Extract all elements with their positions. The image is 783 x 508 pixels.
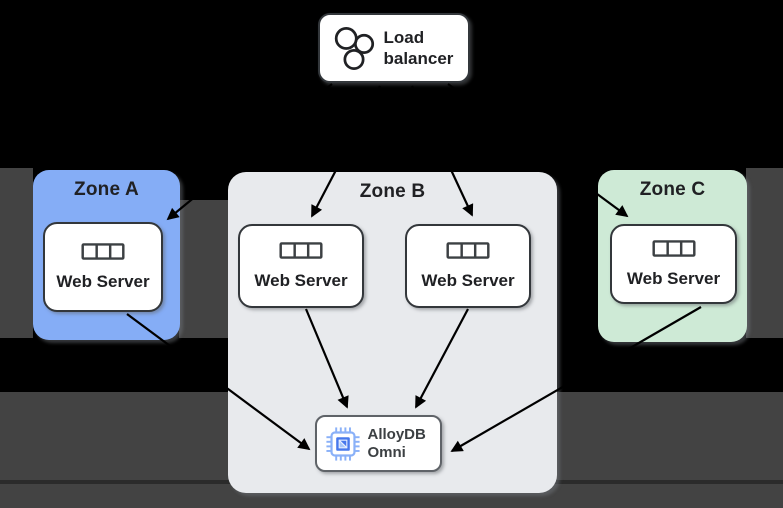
zone-c-title: Zone C bbox=[639, 179, 706, 200]
zone-b: Zone B Web Server Web Server bbox=[228, 172, 557, 493]
web-server-zone-b-2: Web Server bbox=[405, 224, 531, 308]
zone-b-title: Zone B bbox=[359, 181, 426, 202]
server-tray-icon bbox=[651, 239, 696, 257]
zone-c: Zone C Web Server bbox=[598, 170, 747, 342]
web-server-label: Web Server bbox=[254, 270, 348, 290]
web-server-zone-a: Web Server bbox=[43, 222, 163, 312]
server-tray-icon bbox=[81, 242, 125, 260]
bg-panel-gap-ab bbox=[179, 200, 228, 338]
chip-icon bbox=[325, 426, 360, 461]
web-server-zone-b-1: Web Server bbox=[238, 224, 364, 308]
web-server-label: Web Server bbox=[421, 270, 515, 290]
alloydb-omni-label: AlloyDB Omni bbox=[367, 425, 426, 461]
load-balancer: Load balancer bbox=[318, 13, 470, 83]
web-server-label: Web Server bbox=[56, 271, 150, 291]
zone-a-title: Zone A bbox=[74, 179, 139, 200]
three-circles-cluster-icon bbox=[334, 26, 374, 70]
bg-panel-left bbox=[0, 168, 33, 338]
alloydb-omni: AlloyDB Omni bbox=[315, 415, 442, 472]
server-tray-icon bbox=[279, 241, 323, 259]
zone-a: Zone A Web Server bbox=[33, 170, 180, 340]
bg-panel-right bbox=[746, 168, 783, 338]
web-server-label: Web Server bbox=[626, 268, 721, 288]
server-tray-icon bbox=[446, 241, 490, 259]
web-server-zone-c: Web Server bbox=[610, 224, 737, 304]
load-balancer-label: Load balancer bbox=[383, 27, 454, 68]
